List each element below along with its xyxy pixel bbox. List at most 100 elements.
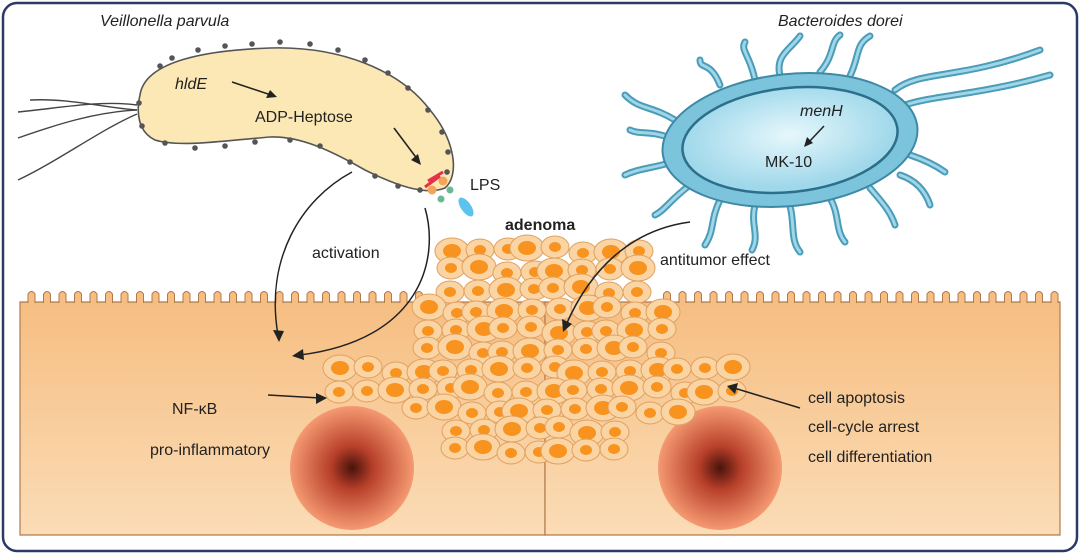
tumor-nucleus — [603, 288, 615, 298]
microvillus — [802, 291, 811, 303]
pilus — [222, 143, 228, 149]
microvillus — [725, 291, 733, 303]
tumor-nucleus — [520, 387, 532, 397]
tumor-nucleus — [601, 302, 613, 312]
tumor-nucleus — [724, 360, 742, 374]
tumor-nucleus — [362, 362, 374, 372]
proinflammatory-label: pro-inflammatory — [150, 442, 270, 459]
tumor-nucleus — [501, 268, 513, 278]
effect-differentiation: cell differentiation — [808, 449, 932, 466]
tumor-nucleus — [594, 401, 612, 415]
effect-cell-cycle-arrest: cell-cycle arrest — [808, 419, 920, 436]
tumor-nucleus — [669, 405, 687, 419]
microvillus — [1050, 291, 1059, 303]
tumor-nucleus — [644, 408, 656, 418]
tumor-nucleus — [417, 384, 429, 394]
microvillus — [1019, 291, 1028, 303]
tumor-nucleus — [475, 322, 493, 336]
microvillus — [709, 291, 718, 303]
tumor-nucleus — [410, 403, 422, 413]
arrow — [807, 125, 825, 144]
microvillus — [244, 291, 253, 303]
pilus — [395, 183, 401, 189]
tumor-nucleus — [616, 402, 628, 412]
antitumor-label: antitumor effect — [660, 252, 771, 269]
microvillus — [74, 291, 82, 303]
tumor-nucleus — [545, 384, 563, 398]
pilus — [249, 41, 255, 47]
microvillus — [864, 291, 873, 303]
tumor-nucleus — [521, 344, 539, 358]
tumor-nucleus — [553, 422, 565, 432]
lps-label: LPS — [470, 177, 500, 194]
microvillus — [988, 291, 997, 303]
tumor-nucleus — [565, 366, 583, 380]
pilus — [385, 70, 391, 76]
microvillus — [322, 291, 330, 303]
microvillus — [105, 291, 113, 303]
tumor-nucleus — [478, 425, 490, 435]
tumor-nucleus — [549, 444, 567, 458]
pathway-arrows — [267, 171, 801, 409]
tumor-nucleus — [580, 445, 592, 455]
pilus — [169, 55, 175, 61]
microvillus — [787, 291, 795, 303]
hlde-label: hldE — [175, 76, 207, 93]
tumor-nucleus — [470, 260, 488, 274]
tumor-nucleus — [465, 365, 477, 375]
pilus — [417, 187, 423, 193]
tumor-nucleus — [461, 380, 479, 394]
microvillus — [275, 291, 284, 303]
adp-heptose-label: ADP-Heptose — [255, 109, 353, 126]
tumor-nucleus — [567, 385, 579, 395]
microvillus — [399, 291, 408, 303]
microvillus — [260, 291, 268, 303]
pilus — [195, 47, 201, 53]
tumor-nucleus — [437, 366, 449, 376]
microvillus — [678, 291, 687, 303]
tumor-nucleus — [331, 361, 349, 375]
microvillus — [337, 291, 346, 303]
microvillus — [880, 291, 888, 303]
menh-label: menH — [800, 103, 843, 120]
tumor-nucleus — [671, 364, 683, 374]
bacteroides-label: Bacteroides dorei — [778, 13, 903, 30]
tumor-nucleus — [554, 304, 566, 314]
tumor-nucleus — [624, 366, 636, 376]
microvillus — [306, 291, 315, 303]
tumor-nucleus — [505, 448, 517, 458]
tumor-nucleus — [595, 384, 607, 394]
tumor-nucleus — [420, 300, 438, 314]
tumor-nucleus — [600, 326, 612, 336]
microvillus — [58, 291, 67, 303]
tumor-nucleus — [518, 241, 536, 255]
microvillus — [27, 291, 36, 303]
microvillus — [89, 291, 98, 303]
tumor-nucleus — [580, 344, 592, 354]
tumor-nucleus — [444, 287, 456, 297]
microvillus — [120, 291, 129, 303]
nucleus-right — [658, 406, 782, 530]
pilus — [287, 137, 293, 143]
tumor-nucleus — [649, 363, 667, 377]
bacteroides-bacterium — [621, 31, 1054, 256]
tumor-nucleus — [415, 365, 433, 379]
tumor-nucleus — [510, 404, 528, 418]
tumor-nucleus — [547, 283, 559, 293]
tumor-nucleus — [629, 261, 647, 275]
nucleus-left — [290, 406, 414, 530]
tumor-nucleus — [577, 248, 589, 258]
tumor-nucleus — [576, 265, 588, 275]
tumor-nucleus — [656, 324, 668, 334]
tumor-nucleus — [549, 242, 561, 252]
pilus — [192, 145, 198, 151]
tumor-nucleus — [528, 284, 540, 294]
microvillus — [756, 291, 764, 303]
tumor-nucleus — [699, 363, 711, 373]
microvillus — [1035, 291, 1043, 303]
tumor-nucleus — [534, 423, 546, 433]
microvillus — [833, 291, 842, 303]
tumor-nucleus — [390, 368, 402, 378]
arrow — [393, 127, 419, 161]
